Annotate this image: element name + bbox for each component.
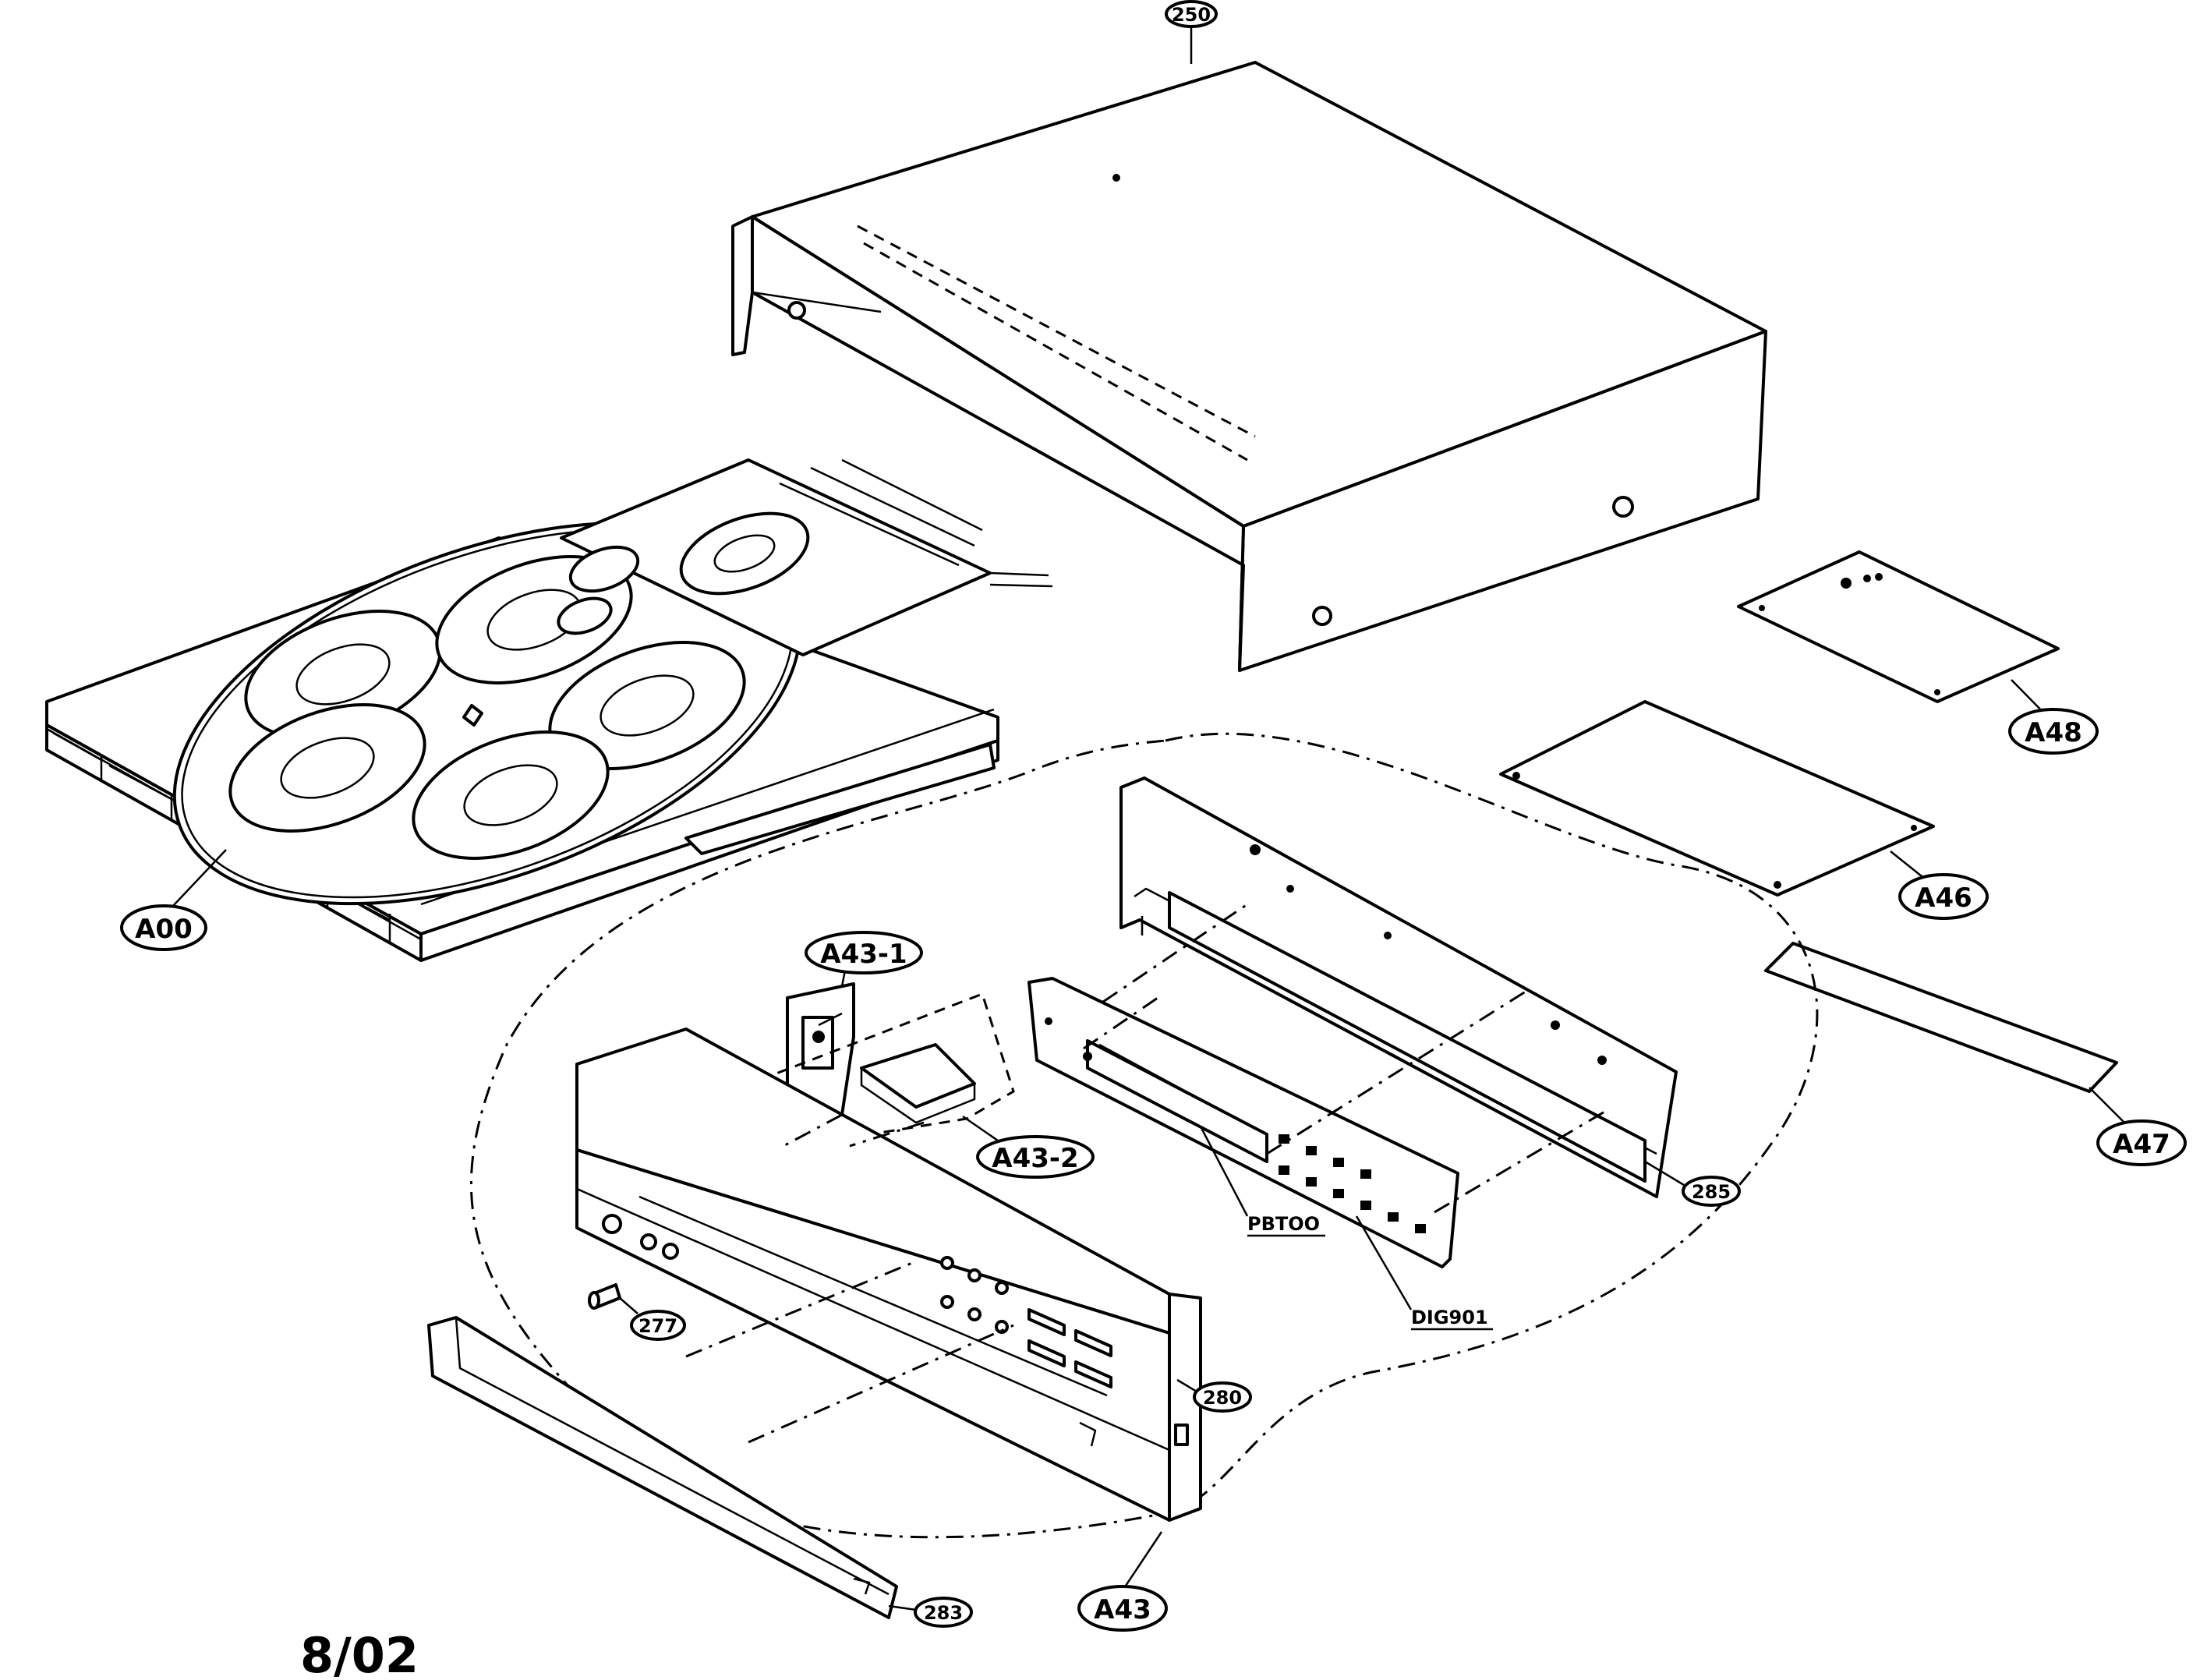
callout-277: 277 <box>630 1310 686 1341</box>
svg-text:A43-1: A43-1 <box>820 939 907 970</box>
callout-285: 285 <box>1644 1160 1741 1207</box>
display-board-285 <box>1119 776 1678 1198</box>
svg-text:A48: A48 <box>2025 717 2082 748</box>
circuit-board-a47 <box>1764 942 2118 1093</box>
knob-277 <box>588 1283 638 1314</box>
callout-280: 280 <box>1176 1378 1252 1413</box>
callout-a47: A47 <box>2089 1087 2187 1166</box>
svg-text:285: 285 <box>1692 1181 1731 1203</box>
callout-a48: A48 <box>2008 679 2099 755</box>
svg-text:283: 283 <box>924 1602 963 1624</box>
button-grid <box>1279 1134 1426 1233</box>
window-strip-283 <box>427 1316 898 1619</box>
callout-a43-2: A43-2 <box>962 1115 1095 1179</box>
top-cover <box>731 3 1767 672</box>
circuit-board-a46 <box>1499 700 1935 897</box>
svg-text:A43: A43 <box>1094 1594 1151 1625</box>
callout-a00: A00 <box>120 849 227 951</box>
display-pcb <box>1027 977 1459 1268</box>
label-dig901: DIG901 <box>1355 1215 1493 1331</box>
circuit-board-a48 <box>1737 550 2060 703</box>
front-panel-280 <box>575 1027 1202 1522</box>
svg-text:PBTOO: PBTOO <box>1247 1213 1320 1235</box>
callout-a43: A43 <box>1077 1531 1168 1632</box>
svg-text:277: 277 <box>638 1315 677 1337</box>
svg-text:A43-2: A43-2 <box>992 1143 1078 1174</box>
svg-text:A46: A46 <box>1915 882 1972 914</box>
callout-283: 283 <box>888 1597 973 1628</box>
callout-250: 250 <box>1165 0 1218 28</box>
label-pbtoo: PBTOO <box>1199 1126 1325 1237</box>
svg-text:280: 280 <box>1203 1387 1242 1409</box>
callout-a46: A46 <box>1890 851 1989 920</box>
callout-a43-1: A43-1 <box>805 931 923 987</box>
svg-text:250: 250 <box>1172 4 1211 26</box>
board-a43-1 <box>786 982 855 1116</box>
svg-text:DIG901: DIG901 <box>1411 1307 1488 1328</box>
cd-mechanism <box>45 458 1053 962</box>
svg-text:A00: A00 <box>135 914 193 945</box>
svg-text:A47: A47 <box>2113 1129 2170 1160</box>
date-stamp: 8/02 <box>300 1627 419 1680</box>
panel-buttons <box>940 1256 1112 1388</box>
disc-pocket <box>412 730 610 860</box>
disc-pocket <box>228 703 426 833</box>
